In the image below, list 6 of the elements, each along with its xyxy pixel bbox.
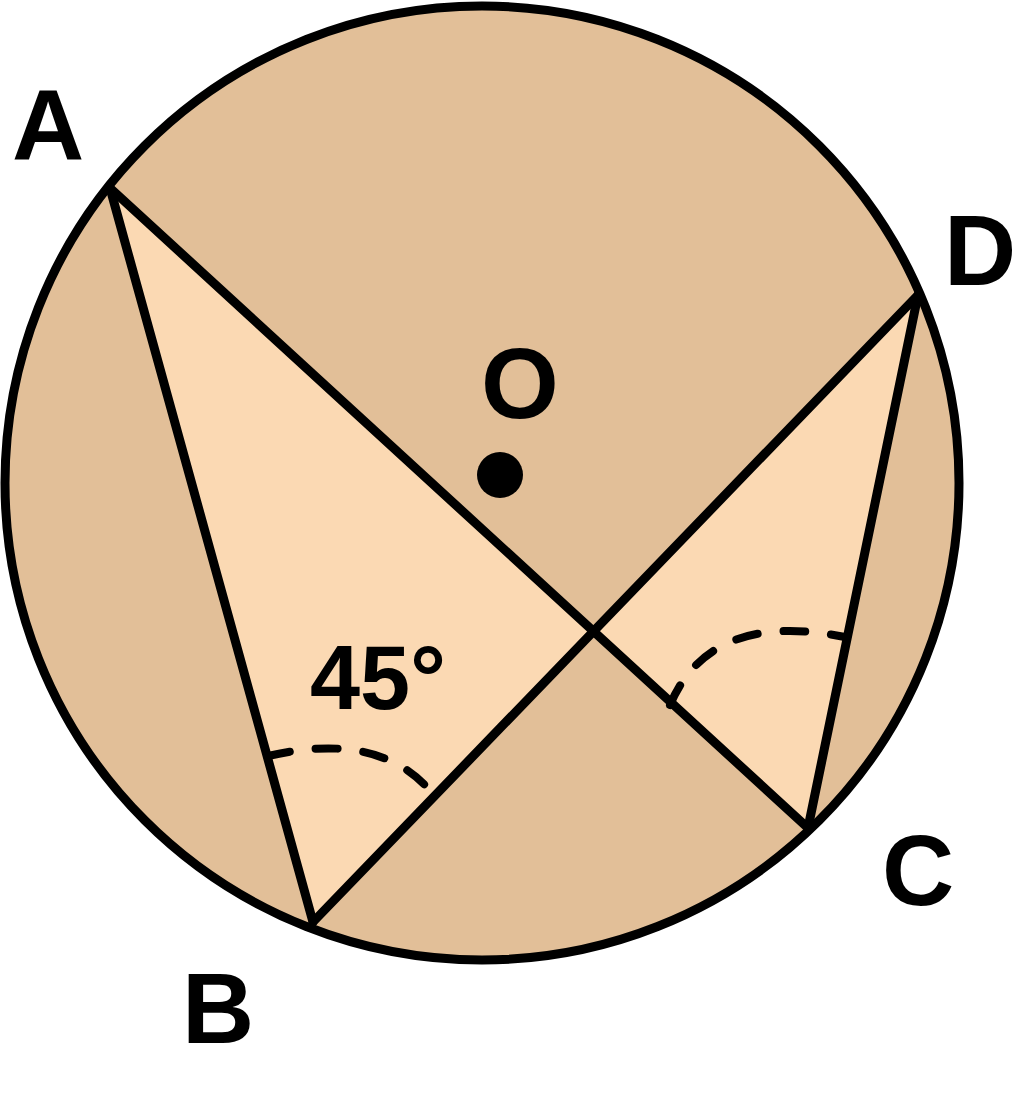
point-label: A [11,75,85,175]
angle-label: 45° [309,633,447,723]
point-label: D [943,200,1017,300]
point-label: B [181,958,255,1058]
point-label: O [481,333,559,433]
point-label: C [881,820,955,920]
